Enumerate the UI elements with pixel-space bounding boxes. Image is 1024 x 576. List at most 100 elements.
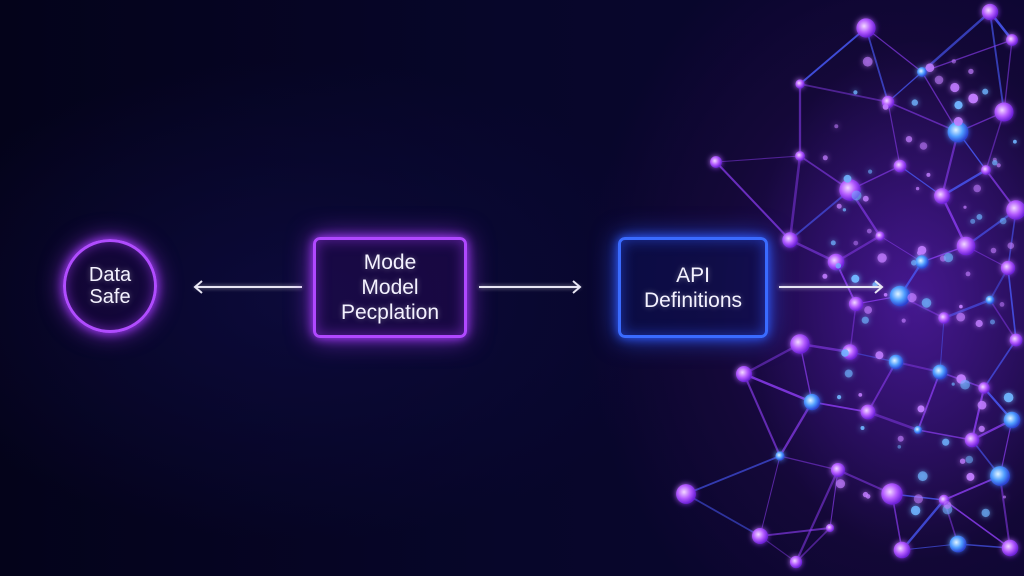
network-link <box>829 469 839 529</box>
network-link <box>941 168 987 198</box>
network-particle <box>858 393 863 397</box>
network-node <box>994 102 1014 122</box>
network-particle <box>911 260 917 266</box>
network-particle <box>960 379 970 390</box>
network-particle <box>883 293 888 297</box>
model-label-line-3: Pecplation <box>340 301 440 324</box>
network-particle <box>842 208 847 212</box>
network-link <box>887 101 901 167</box>
network-node <box>934 188 950 204</box>
network-node <box>827 253 845 271</box>
network-particle <box>942 438 950 446</box>
network-node <box>964 432 980 448</box>
network-link <box>939 317 945 373</box>
network-link <box>901 499 945 551</box>
network-link <box>743 372 813 404</box>
network-link <box>985 111 1005 171</box>
network-link <box>799 27 867 85</box>
network-link <box>887 101 959 133</box>
network-particle <box>841 349 849 357</box>
network-link <box>867 361 897 413</box>
network-node <box>795 151 805 161</box>
network-particle <box>861 316 869 324</box>
network-link <box>917 429 973 441</box>
model-label-line-2: Model <box>361 276 419 299</box>
network-particle <box>917 245 927 255</box>
api-label-line-2: Definitions <box>643 288 743 312</box>
network-node <box>990 466 1010 486</box>
network-node <box>985 295 995 305</box>
network-link <box>715 155 801 163</box>
network-particle <box>973 184 981 193</box>
network-node <box>676 484 696 504</box>
network-link <box>779 455 839 471</box>
network-node <box>949 535 967 553</box>
network-particle <box>926 172 931 177</box>
network-particle <box>963 205 967 209</box>
data-safe-node: Data Safe <box>63 239 157 333</box>
network-particle <box>866 228 872 234</box>
network-particle <box>943 501 952 509</box>
network-nodes <box>676 3 1024 569</box>
network-node <box>893 541 911 559</box>
network-link <box>779 401 813 457</box>
network-particle <box>822 273 828 279</box>
network-link <box>887 71 923 103</box>
network-particle <box>851 190 862 201</box>
network-particle <box>910 505 921 516</box>
network-node <box>736 366 752 382</box>
network-particle <box>851 274 860 283</box>
network-particle <box>990 247 997 254</box>
network-particle <box>907 293 917 303</box>
arrowhead-right-icon <box>572 280 582 294</box>
network-link <box>685 455 781 495</box>
network-link <box>940 131 960 197</box>
network-node <box>782 232 798 248</box>
network-particle <box>837 395 842 400</box>
network-link <box>867 410 919 432</box>
network-node <box>1003 411 1021 429</box>
network-link <box>685 493 761 537</box>
network-node <box>1006 200 1024 220</box>
network-link <box>835 235 881 263</box>
network-link <box>789 189 851 241</box>
network-node <box>831 463 845 477</box>
network-link <box>849 351 897 363</box>
network-link <box>743 373 781 457</box>
network-link <box>970 387 986 441</box>
model-node: Mode Model Pecplation <box>313 237 467 338</box>
network-particle <box>830 240 836 246</box>
network-particle <box>882 104 889 110</box>
network-particle <box>834 124 839 129</box>
network-particle <box>966 472 975 481</box>
network-link <box>1003 39 1013 113</box>
network-link <box>715 161 791 241</box>
network-particle <box>835 263 842 269</box>
network-link <box>759 527 831 537</box>
network-particle <box>901 318 906 323</box>
network-particle <box>992 160 998 166</box>
network-link <box>983 339 1017 389</box>
network-particle <box>917 405 925 413</box>
network-link <box>957 543 1011 549</box>
network-particle <box>951 59 956 64</box>
network-particle <box>864 306 872 314</box>
network-particle <box>913 494 924 504</box>
network-link <box>865 27 923 73</box>
network-haze <box>750 40 1024 560</box>
network-node <box>856 18 876 38</box>
network-particle <box>925 63 935 72</box>
network-particle <box>835 479 846 489</box>
network-particle <box>968 68 974 75</box>
network-particle <box>897 435 904 442</box>
network-particle <box>999 217 1007 225</box>
network-node <box>795 79 805 89</box>
network-particle <box>934 75 944 85</box>
network-node <box>1006 34 1018 46</box>
network-link <box>849 303 857 353</box>
network-node <box>825 523 835 533</box>
network-particle <box>921 298 932 308</box>
network-link <box>965 209 1017 247</box>
